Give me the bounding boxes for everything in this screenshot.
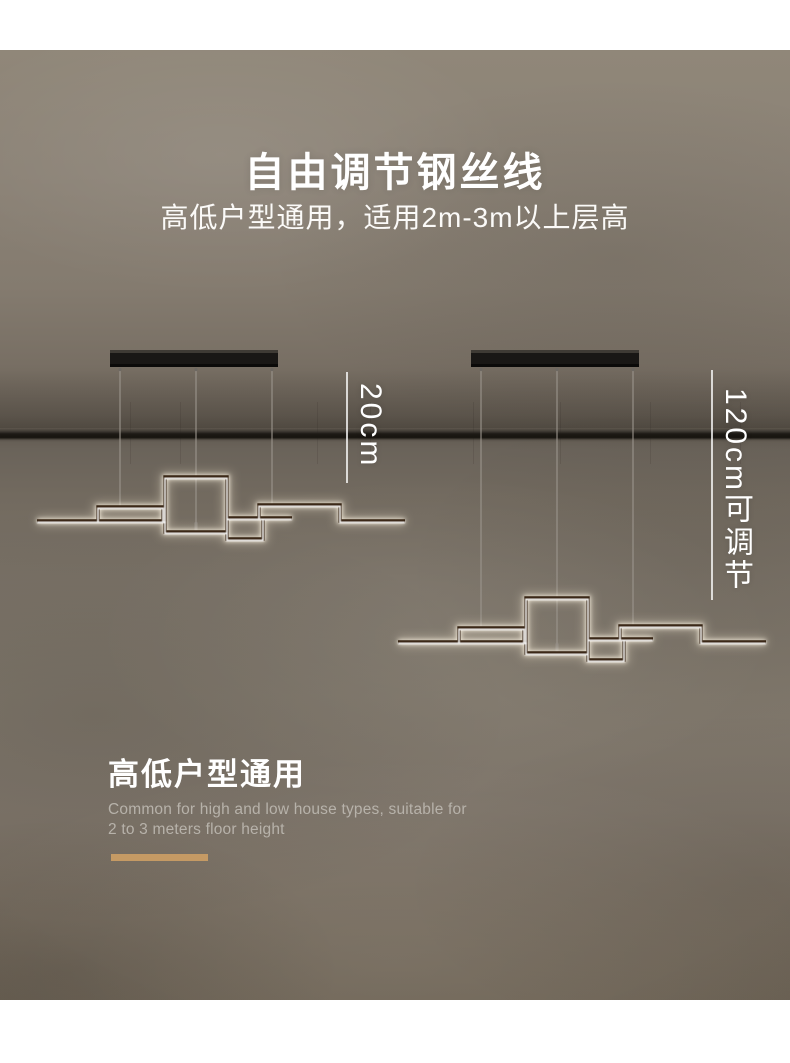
ceiling-canopy <box>471 350 639 367</box>
ceiling-shadow <box>0 370 790 428</box>
accent-underline-bar <box>111 854 208 861</box>
measurement-label-left: 20cm <box>354 383 387 469</box>
wire-fitting <box>118 367 122 372</box>
wire-fitting <box>270 367 274 372</box>
feature-description-line1: Common for high and low house types, sui… <box>108 801 467 818</box>
led-strip <box>37 477 405 542</box>
feature-description-line2: 2 to 3 meters floor height <box>108 821 285 838</box>
pendant-lamp-left <box>37 350 405 544</box>
measurement-label-right: 120cm可调节 <box>719 388 752 593</box>
hero-text-block: 自由调节钢丝线 高低户型通用，适用2m-3m以上层高 <box>0 150 790 234</box>
wire-fitting <box>479 367 483 372</box>
led-fixture <box>37 472 405 544</box>
ceiling-junction-line <box>0 428 790 442</box>
led-strip <box>398 598 766 663</box>
led-soft-glow <box>398 595 766 663</box>
feature-text-block: 高低户型通用 Common for high and low house typ… <box>108 756 467 861</box>
product-photo: 自由调节钢丝线 高低户型通用，适用2m-3m以上层高 20cm 120cm可调节… <box>0 50 790 1000</box>
ceiling-canopy <box>110 350 278 367</box>
wire-fitting <box>194 367 198 372</box>
canopy-shadow <box>471 364 639 367</box>
pendant-lamp-right <box>398 350 766 665</box>
page-subtitle: 高低户型通用，适用2m-3m以上层高 <box>160 202 630 233</box>
feature-description: Common for high and low house types, sui… <box>108 800 467 840</box>
canopy-shadow <box>110 364 278 367</box>
wire-fitting <box>555 367 559 372</box>
page-title: 自由调节钢丝线 <box>244 151 546 195</box>
pendant-lamps-illustration <box>37 350 766 665</box>
canopy-highlight <box>471 350 639 353</box>
led-fixture <box>398 593 766 665</box>
canopy-highlight <box>110 350 278 353</box>
wire-fitting <box>631 367 635 372</box>
led-soft-glow <box>37 474 405 542</box>
feature-heading: 高低户型通用 <box>108 757 306 792</box>
